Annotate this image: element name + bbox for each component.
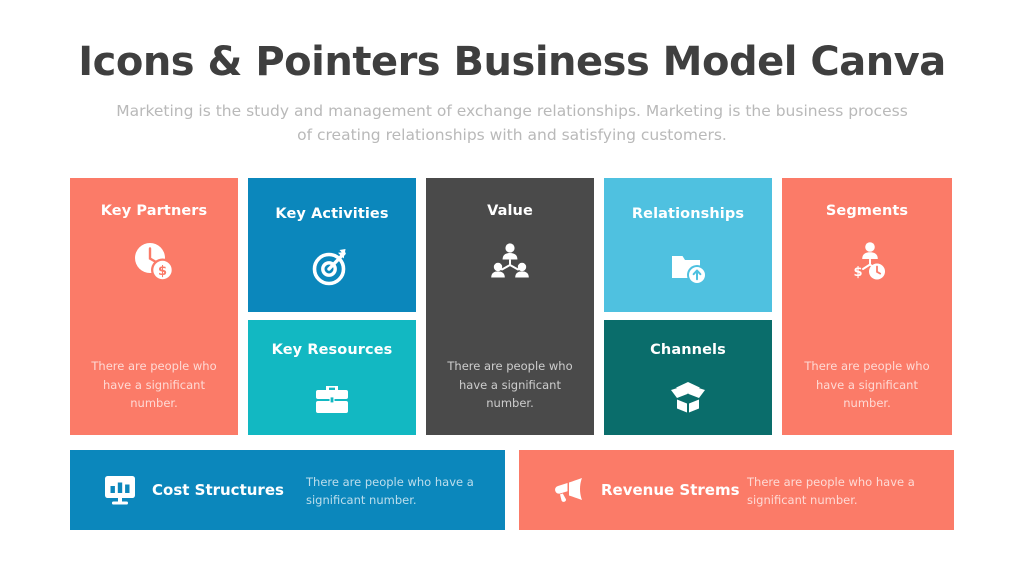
bottom-bars: Cost Structures There are people who hav… <box>70 450 954 530</box>
canvas-column-segments: Segments $ There are people who have a s… <box>782 178 952 435</box>
clock-money-icon: $ <box>70 236 238 288</box>
card-key-activities[interactable]: Key Activities <box>248 178 416 312</box>
card-title-channels: Channels <box>650 342 726 358</box>
person-money-time-icon: $ <box>782 236 952 288</box>
card-body-value: There are people who have a significant … <box>447 359 573 411</box>
card-value[interactable]: Value There are people who have a signif… <box>426 178 594 435</box>
canvas-column-key-partners: Key Partners $ There are people who have… <box>70 178 238 435</box>
card-title-value: Value <box>487 203 533 219</box>
megaphone-icon <box>543 474 595 506</box>
card-key-partners[interactable]: Key Partners $ There are people who have… <box>70 178 238 435</box>
slide-header: Icons & Pointers Business Model Canva Ma… <box>0 40 1024 147</box>
card-channels[interactable]: Channels <box>604 320 772 435</box>
target-dart-icon <box>248 240 416 292</box>
canvas-column-relationships: Relationships Channels <box>604 178 772 435</box>
page-subtitle: Marketing is the study and management of… <box>116 101 908 144</box>
card-key-resources[interactable]: Key Resources <box>248 320 416 435</box>
monitor-chart-icon <box>94 473 146 507</box>
canvas-grid: Key Partners $ There are people who have… <box>70 178 954 435</box>
people-hierarchy-icon <box>426 236 594 288</box>
bar-title-cost-structures: Cost Structures <box>152 481 284 499</box>
canvas-column-value: Value There are people who have a signif… <box>426 178 594 435</box>
card-relationships[interactable]: Relationships <box>604 178 772 312</box>
briefcase-icon <box>248 372 416 424</box>
bar-body-cost-structures: There are people who have a significant … <box>306 475 474 507</box>
page-title: Icons & Pointers Business Model Canva <box>78 39 946 85</box>
card-title-relationships: Relationships <box>631 206 745 222</box>
card-title-key-partners: Key Partners <box>100 203 208 219</box>
bar-title-revenue-strems: Revenue Strems <box>601 481 740 499</box>
card-body-key-partners: There are people who have a significant … <box>91 359 217 411</box>
card-segments[interactable]: Segments $ There are people who have a s… <box>782 178 952 435</box>
card-body-segments: There are people who have a significant … <box>804 359 930 411</box>
bar-body-revenue-strems: There are people who have a significant … <box>747 475 915 507</box>
canvas-column-key-activities: Key Activities Key Resources <box>248 178 416 435</box>
svg-text:$: $ <box>853 265 862 280</box>
bar-cost-structures[interactable]: Cost Structures There are people who hav… <box>70 450 505 530</box>
open-box-icon <box>604 372 772 424</box>
card-title-key-activities: Key Activities <box>275 206 389 222</box>
bar-revenue-strems[interactable]: Revenue Strems There are people who have… <box>519 450 954 530</box>
svg-text:$: $ <box>158 264 167 279</box>
folder-upload-icon <box>604 240 772 292</box>
card-title-segments: Segments <box>825 203 909 219</box>
card-title-key-resources: Key Resources <box>271 342 393 358</box>
